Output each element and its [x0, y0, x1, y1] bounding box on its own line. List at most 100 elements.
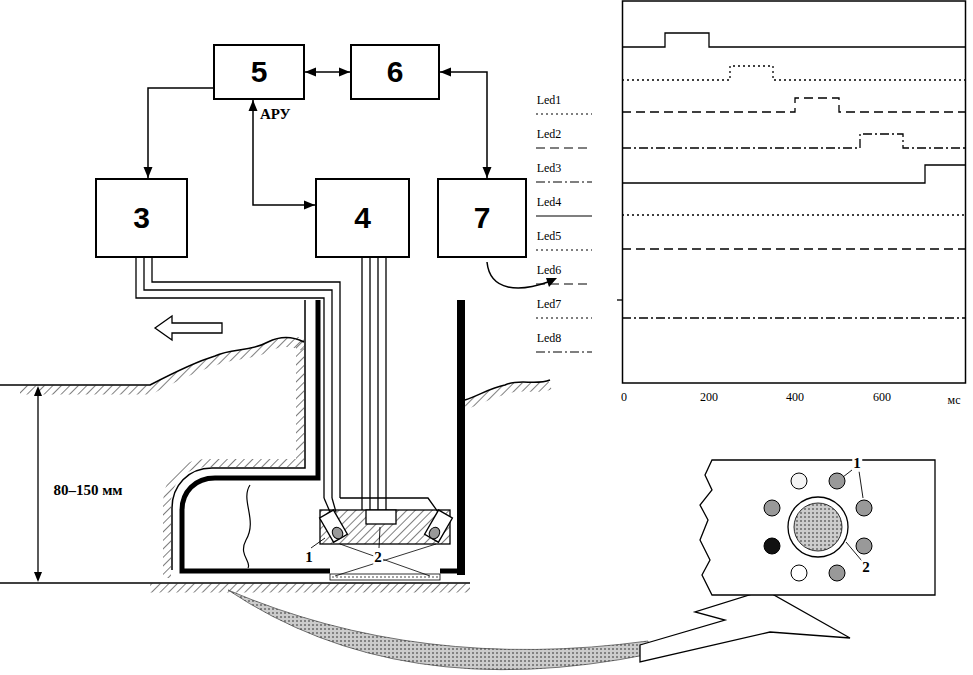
drawing-part	[311, 527, 380, 548]
drawing-part	[465, 380, 550, 400]
drawing-part	[794, 503, 842, 551]
drawing-part	[536, 181, 592, 182]
drawing-part	[764, 538, 780, 554]
drawing-part	[366, 510, 396, 524]
motion-arrow	[155, 316, 222, 340]
transfer-arrow	[228, 590, 850, 670]
drawing-part	[794, 503, 842, 551]
signal-label: АРУ	[259, 106, 292, 123]
block-number: 4	[354, 203, 371, 233]
drawing-part	[546, 278, 557, 287]
drawing-part	[764, 500, 780, 516]
led-label: Led5	[536, 230, 563, 243]
block-box: 7	[437, 178, 527, 258]
connector-line	[148, 88, 213, 178]
drawing-part	[843, 470, 863, 561]
drawing-part	[150, 584, 470, 593]
drawing-part	[243, 485, 250, 568]
cable	[136, 258, 438, 512]
drawing-part	[152, 258, 340, 498]
drawing-part	[640, 590, 850, 662]
drawing-part	[856, 538, 872, 554]
drawing-part	[622, 66, 966, 80]
arrow-head	[483, 167, 492, 178]
drawing-part	[829, 565, 845, 581]
drawing-part	[427, 525, 442, 540]
connector	[305, 68, 350, 77]
sensor-face-inset	[700, 460, 935, 595]
drawing-part	[536, 113, 592, 114]
connector	[144, 88, 214, 178]
led-label: Led6	[536, 264, 563, 277]
drawing-part	[330, 574, 440, 580]
block-box: 5	[213, 44, 305, 100]
drawing-part	[144, 258, 332, 498]
drawing-part	[425, 510, 453, 542]
drawing-part	[622, 248, 966, 249]
drawing-part	[425, 510, 453, 542]
drawing-part	[377, 258, 378, 510]
axis-tick: 400	[785, 391, 805, 404]
arrow-head	[440, 68, 451, 77]
probe-housing	[172, 300, 465, 575]
drawing-part	[622, 134, 966, 148]
drawing-part	[37, 392, 38, 576]
drawing-part	[320, 510, 348, 542]
callout-number: 2	[373, 549, 383, 566]
drawing-part	[369, 258, 370, 510]
connector-line	[253, 100, 315, 205]
timing-chart	[536, 1, 966, 383]
dimension-label: 80–150 мм	[52, 482, 123, 499]
drawing-part	[335, 544, 436, 576]
axis-tick: 0	[620, 391, 628, 404]
drawing-part	[172, 300, 305, 570]
drawing-part	[228, 590, 650, 670]
drawing-part	[829, 473, 845, 489]
drawing-part	[622, 165, 966, 183]
block-number: 5	[251, 57, 268, 87]
drawing-part	[536, 215, 592, 216]
callout-number: 1	[852, 455, 862, 472]
led-label: Led3	[536, 162, 563, 175]
drawing-part	[856, 500, 872, 516]
drawing-part	[623, 1, 966, 383]
arrow-head	[144, 167, 153, 178]
drawing-part	[0, 384, 20, 386]
arrow-head	[305, 68, 316, 77]
connector-line	[440, 72, 487, 178]
drawing-part	[622, 214, 966, 215]
ground	[0, 337, 550, 588]
drawing-part	[617, 299, 622, 300]
drawing-part	[622, 98, 966, 112]
drawing-part	[228, 590, 650, 670]
drawing-part	[700, 460, 935, 595]
callout-number: 1	[304, 549, 314, 566]
axis-tick: 200	[699, 391, 719, 404]
led-label: Led1	[536, 94, 563, 107]
drawing-part	[361, 258, 362, 510]
dimension-line	[0, 385, 42, 582]
drawing-part	[791, 565, 807, 581]
drawing-part	[20, 337, 304, 385]
drawing-part	[536, 317, 592, 318]
drawing-part	[34, 386, 42, 396]
block-number: 3	[133, 203, 150, 233]
led-label: Led4	[536, 196, 563, 209]
drawing-part	[0, 582, 470, 584]
drawing-part	[167, 337, 300, 578]
drawing-part	[136, 258, 324, 498]
block-number: 7	[474, 203, 491, 233]
block-box: 3	[95, 178, 188, 258]
drawing-part	[536, 147, 592, 148]
block-box: 4	[315, 178, 410, 258]
drawing-part	[182, 300, 330, 571]
drawing-part	[385, 258, 386, 510]
drawing-part	[320, 510, 348, 542]
block-box: 6	[350, 44, 440, 100]
drawing-part	[536, 249, 592, 250]
drawing-part	[34, 572, 42, 582]
axis-tick: 600	[872, 391, 892, 404]
connector	[440, 68, 492, 179]
block-number: 6	[387, 57, 404, 87]
